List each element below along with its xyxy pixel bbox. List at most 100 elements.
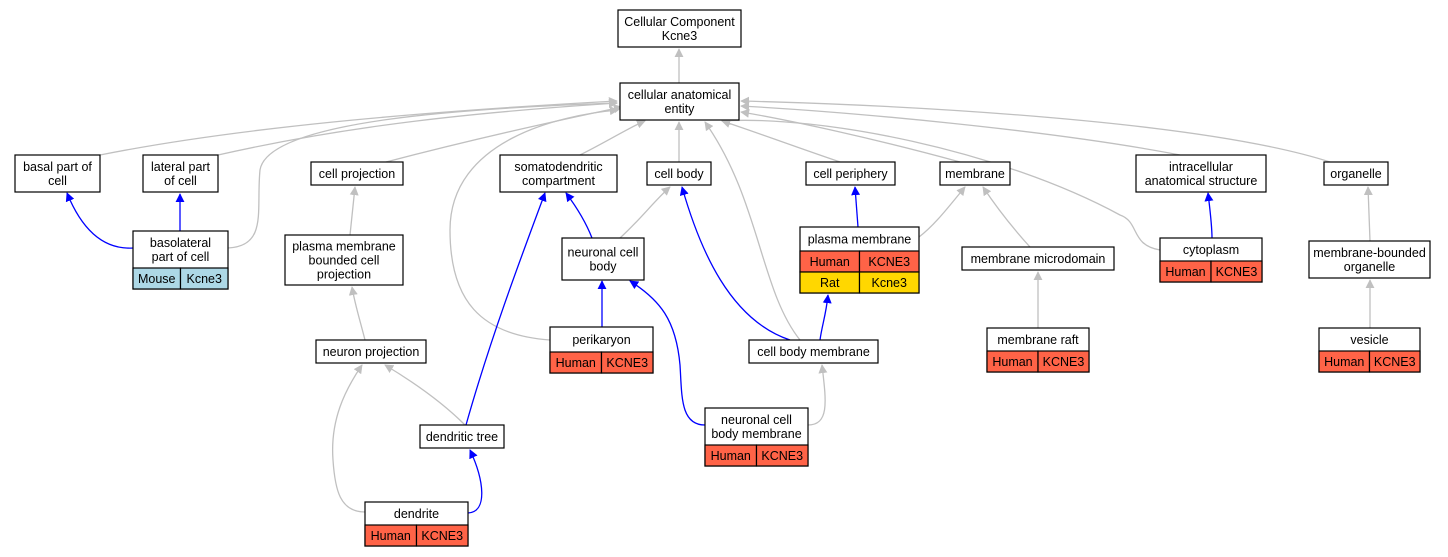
- species-badge-human: Human KCNE3: [1159, 260, 1263, 283]
- badge-gene-cell: [1210, 260, 1263, 283]
- node-label: entity: [665, 102, 696, 116]
- node-label: cytoplasm: [1183, 243, 1239, 257]
- node-label: lateral part: [151, 160, 211, 174]
- node-box: [499, 154, 618, 193]
- badge-gene-cell: [179, 267, 229, 290]
- node-box: [939, 161, 1011, 186]
- node-label: plasma membrane: [292, 240, 396, 254]
- node-periphery[interactable]: cell periphery: [805, 161, 896, 186]
- badge-species: Human: [810, 255, 850, 269]
- badge-gene-cell: [1368, 350, 1421, 373]
- edge-ncb-cellbody: [619, 186, 671, 239]
- node-label: intracellular: [1169, 160, 1233, 174]
- node-neuronproj[interactable]: neuron projection: [315, 339, 427, 364]
- edge-dendrite-dendtree: [467, 449, 483, 514]
- badge-gene: KCNE3: [1216, 265, 1258, 279]
- node-label: organelle: [1330, 167, 1381, 181]
- node-box: [617, 9, 742, 48]
- node-box: [310, 161, 404, 186]
- badge-gene: Kcne3: [872, 276, 907, 290]
- node-label: dendritic tree: [426, 430, 498, 444]
- badge-gene-cell: [600, 351, 654, 374]
- node-cellbody[interactable]: cell body: [646, 161, 712, 186]
- node-label: of cell: [164, 174, 197, 188]
- node-box: [619, 82, 740, 121]
- badge-gene: KCNE3: [1043, 355, 1085, 369]
- node-box: [14, 154, 101, 193]
- node-label: Kcne3: [662, 29, 697, 43]
- node-organelle[interactable]: organelle: [1323, 161, 1389, 186]
- node-label: neuronal cell: [568, 246, 639, 260]
- edge-somato-cae: [579, 119, 646, 156]
- node-label: neuron projection: [323, 345, 420, 359]
- edge-basolateral-cae: [227, 98, 618, 249]
- node-cbm[interactable]: cell body membrane: [748, 339, 879, 364]
- edge-dendrite-neuronproj: [331, 364, 366, 513]
- node-box: [315, 339, 427, 364]
- edge-dendtree-somato: [465, 192, 547, 426]
- node-dendtree[interactable]: dendritic tree: [419, 424, 505, 449]
- edge-ncbm-cbm: [807, 364, 828, 426]
- edge-layer: [65, 48, 1375, 514]
- badge-species: Human: [1324, 355, 1364, 369]
- badge-species: Human: [556, 356, 596, 370]
- node-label: neuronal cell: [721, 413, 792, 427]
- edge-ncbm-ncb: [629, 280, 706, 426]
- node-box: [1135, 154, 1267, 193]
- edge-lateral-cae: [217, 99, 618, 156]
- edge-cbm-cae: [704, 121, 801, 341]
- badge-species: Human: [1165, 265, 1205, 279]
- node-label: basolateral: [150, 236, 211, 250]
- edge-pmbcp-cellproj: [349, 186, 359, 236]
- node-label: vesicle: [1350, 333, 1388, 347]
- node-box: [142, 154, 219, 193]
- node-box: [1308, 240, 1431, 279]
- edge-periphery-cae: [721, 119, 841, 163]
- node-box: [646, 161, 712, 186]
- node-memmicro[interactable]: membrane microdomain: [961, 246, 1115, 271]
- edge-plasmamem-membrane: [918, 186, 966, 238]
- badge-gene-cell: [1037, 350, 1090, 373]
- node-box: [284, 234, 404, 286]
- node-label: basal part of: [23, 160, 92, 174]
- badge-gene-cell: [858, 271, 920, 294]
- node-label: projection: [317, 268, 371, 282]
- node-box: [1323, 161, 1389, 186]
- badge-species: Human: [371, 529, 411, 543]
- badge-gene: KCNE3: [868, 255, 910, 269]
- node-membrane[interactable]: membrane: [939, 161, 1011, 186]
- edge-plasmamem-periphery: [851, 186, 861, 228]
- badge-gene: Kcne3: [187, 272, 222, 286]
- edge-dendtree-neuronproj: [384, 364, 466, 426]
- badge-gene: KCNE3: [606, 356, 648, 370]
- node-cellproj[interactable]: cell projection: [310, 161, 404, 186]
- edge-memmicro-membrane: [982, 186, 1031, 248]
- node-label: part of cell: [152, 250, 210, 264]
- edge-intracell-cae: [740, 101, 1181, 156]
- badge-species: Human: [711, 449, 751, 463]
- node-box: [748, 339, 879, 364]
- node-label: cell body: [654, 167, 704, 181]
- node-label: organelle: [1344, 260, 1395, 274]
- edge-perikaryon-cae: [449, 106, 619, 341]
